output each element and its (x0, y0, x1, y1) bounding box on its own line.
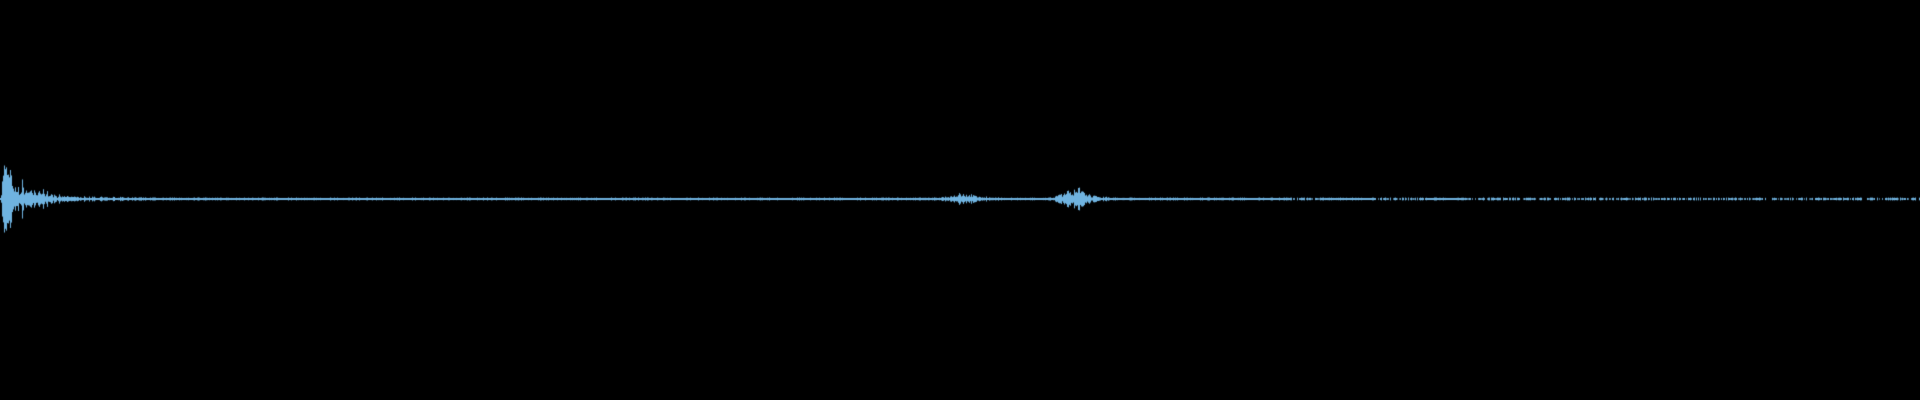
waveform-baseline-overlay (0, 0, 1920, 400)
waveform-viewer[interactable] (0, 0, 1920, 400)
waveform-canvas[interactable] (0, 0, 1920, 400)
